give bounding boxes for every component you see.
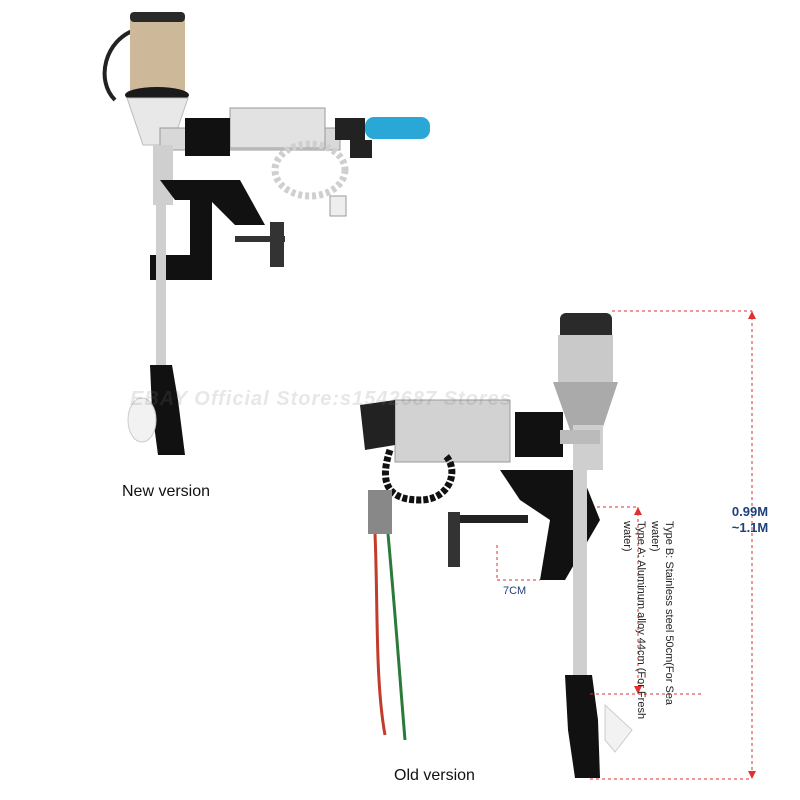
- new-version-caption: New version: [122, 483, 211, 500]
- new-version-motor: [102, 12, 430, 455]
- dimension-arrows: [634, 311, 756, 779]
- old-version-caption: Old version: [394, 767, 475, 784]
- shaft-type-a-label: Type A: Aluminum alloy 44cm (For Fresh w…: [621, 521, 647, 720]
- clamp-offset-label: 7CM: [503, 585, 527, 597]
- shaft-type-b-label: Type B: Stainless steel 50cm(For Sea wat…: [649, 521, 675, 706]
- dimension-lines: [496, 310, 753, 780]
- shaft-type-text: Type B: Stainless steel 50cm(For Sea wat…: [620, 521, 676, 727]
- watermark-text: EBAY Official Store:s1542687 Stores: [130, 388, 512, 410]
- old-version-motor: [360, 313, 633, 778]
- total-height-label: 0.99M ~1.1M: [731, 504, 769, 535]
